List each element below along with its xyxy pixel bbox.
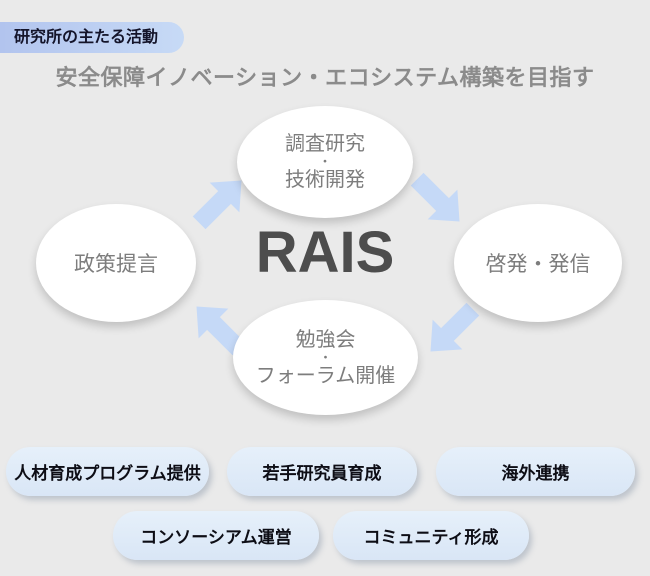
section-badge: 研究所の主たる活動 bbox=[0, 22, 185, 53]
arrow-down-left-icon bbox=[413, 293, 489, 369]
pill-overseas-partnership: 海外連携 bbox=[436, 447, 635, 496]
cycle-node-label: 調査研究 bbox=[285, 133, 365, 155]
arrow-up-right-icon bbox=[183, 163, 259, 239]
arrow-down-right-icon bbox=[401, 163, 477, 239]
pill-young-researchers: 若手研究員育成 bbox=[227, 447, 417, 496]
interpunct: ・ bbox=[318, 154, 332, 169]
interpunct: ・ bbox=[318, 349, 332, 365]
cycle-node-study-forum: 勉強会 ・ フォーラム開催 bbox=[233, 300, 418, 415]
center-org-label: RAIS bbox=[255, 220, 395, 285]
pill-consortium-management: コンソーシアム運営 bbox=[113, 511, 319, 560]
arrow-up-left-icon bbox=[179, 289, 255, 365]
cycle-node-policy-proposal: 政策提言 bbox=[36, 204, 196, 322]
pill-hr-program: 人材育成プログラム提供 bbox=[6, 447, 209, 496]
diagram-title: 安全保障イノベーション・エコシステム構築を目指す bbox=[55, 65, 595, 90]
cycle-node-label: 技術開発 bbox=[285, 169, 365, 191]
cycle-node-label: 啓発・発信 bbox=[485, 253, 591, 276]
cycle-node-label: 勉強会 bbox=[295, 328, 356, 351]
pill-community-building: コミュニティ形成 bbox=[333, 511, 529, 560]
cycle-node-label: フォーラム開催 bbox=[255, 364, 396, 387]
cycle-node-label: 政策提言 bbox=[74, 253, 158, 276]
cycle-node-outreach: 啓発・発信 bbox=[454, 204, 622, 322]
cycle-node-research-development: 調査研究 ・ 技術開発 bbox=[237, 106, 413, 218]
